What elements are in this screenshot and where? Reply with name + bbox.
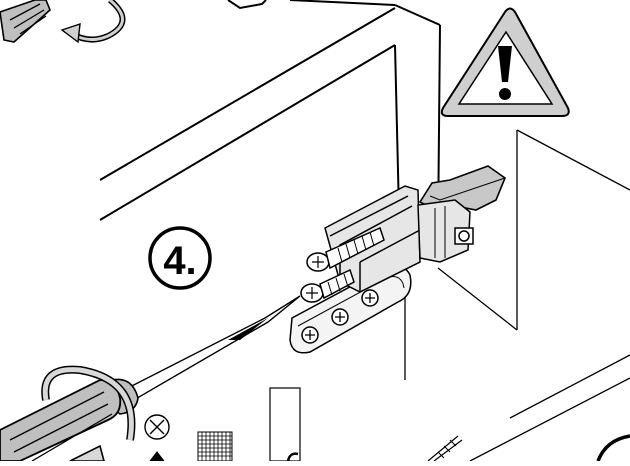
plate-screw: [331, 308, 349, 326]
panel-edge-icon: [269, 387, 301, 462]
screw-fragment-icon: [427, 435, 463, 462]
adjusting-screw-lower: [300, 268, 355, 303]
rotate-arrow-icon-top: [60, 0, 126, 44]
grid-pattern-icon: [197, 431, 233, 462]
cabinet-door-panel: [99, 0, 441, 256]
step-badge-next-fragment: [596, 434, 630, 462]
plate-screw: [361, 289, 379, 307]
cross-circle-icon: [144, 414, 170, 440]
rotate-arrow-icon-bottom: [41, 365, 136, 462]
warning-mini-fragment: [149, 451, 165, 462]
plate-screw: [301, 326, 319, 344]
step-badge: 4.: [148, 226, 212, 290]
adjusting-screw-upper: [306, 226, 385, 272]
cabinet-side-panel: [404, 129, 630, 462]
hinge: [289, 185, 474, 354]
screwdriver-top: [0, 0, 51, 43]
top-arrow-fragment: [227, 0, 267, 10]
step-number: 4.: [163, 239, 196, 283]
warning-triangle-icon: [440, 7, 570, 117]
